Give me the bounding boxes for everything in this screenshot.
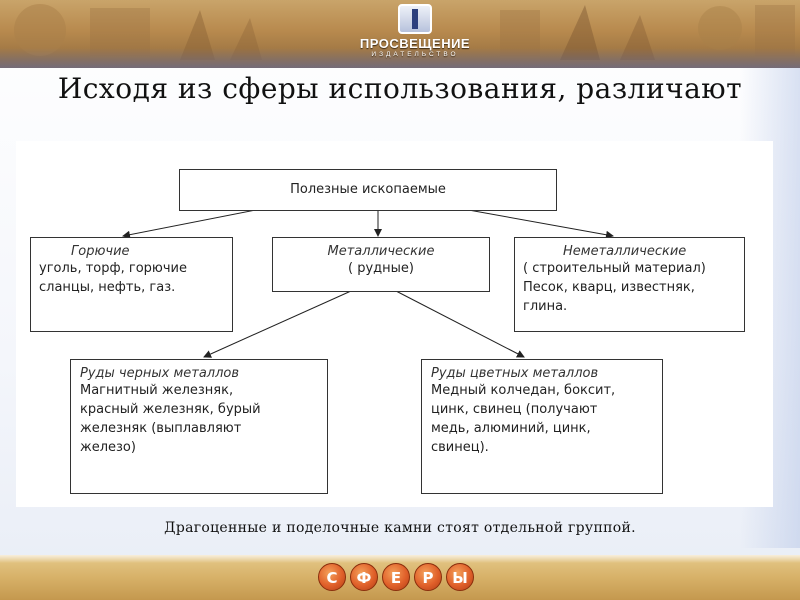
logo-name: ПРОСВЕЩЕНИЕ [359, 36, 471, 51]
nonmetallic-node: Неметаллические ( строительный материал)… [514, 237, 745, 332]
brand-letter-5: Ы [446, 563, 474, 591]
nonmetallic-line-2: Песок, кварц, известняк, [523, 280, 695, 295]
ferrous-line-3: железняк (выплавляют [80, 421, 242, 436]
arrow-metallic-to-nonferrous [395, 290, 525, 358]
metallic-heading: Металлические [327, 244, 435, 259]
arrow-root-to-combustible [122, 208, 262, 239]
nonferrous-line-3: медь, алюминий, цинк, [431, 421, 591, 436]
combustible-line-2: сланцы, нефть, газ. [39, 280, 176, 295]
brand-letter-1: С [318, 563, 346, 591]
logo-subtitle: ИЗДАТЕЛЬСТВО [371, 51, 459, 58]
nonmetallic-line-3: глина. [523, 299, 568, 314]
nonmetallic-line-1: ( строительный материал) [523, 261, 706, 276]
brand-letter-3: Е [382, 563, 410, 591]
metallic-line-1: ( рудные) [348, 261, 414, 276]
root-node: Полезные ископаемые [179, 169, 557, 211]
brand-letter-4: Р [414, 563, 442, 591]
ferrous-line-4: железо) [80, 440, 136, 455]
nonferrous-line-2: цинк, свинец (получают [431, 402, 598, 417]
logo-emblem-icon [398, 4, 432, 34]
metallic-node: Металлические ( рудные) [272, 237, 490, 292]
ferrous-ores-node: Руды черных металлов Магнитный железняк,… [70, 359, 328, 494]
banner-fade [0, 48, 800, 68]
combustible-node: Горючие уголь, торф, горючие сланцы, неф… [30, 237, 233, 332]
ferrous-line-1: Магнитный железняк, [80, 383, 234, 398]
arrow-metallic-to-ferrous [203, 290, 352, 358]
nonferrous-line-4: свинец). [431, 440, 489, 455]
combustible-line-1: уголь, торф, горючие [39, 261, 187, 276]
brand-sfery: С Ф Е Р Ы [318, 563, 474, 593]
root-label: Полезные ископаемые [290, 182, 446, 197]
diagram-board: Полезные ископаемые Горючие уголь, торф,… [16, 141, 773, 507]
arrow-root-to-nonmetallic [462, 208, 614, 239]
nonmetallic-heading: Неметаллические [563, 244, 687, 259]
nonferrous-ores-node: Руды цветных металлов Медный колчедан, б… [421, 359, 663, 494]
publisher-logo: ПРОСВЕЩЕНИЕ ИЗДАТЕЛЬСТВО [350, 4, 480, 64]
nonferrous-line-1: Медный колчедан, боксит, [431, 383, 616, 398]
brand-letter-2: Ф [350, 563, 378, 591]
combustible-heading: Горючие [71, 244, 130, 259]
ferrous-line-2: красный железняк, бурый [80, 402, 261, 417]
slide-title: Исходя из сферы использования, различают [57, 72, 743, 105]
footnote-text: Драгоценные и поделочные камни стоят отд… [164, 520, 636, 536]
ferrous-heading: Руды черных металлов [80, 366, 240, 381]
diagram-arrows [122, 208, 614, 358]
header-banner: ПРОСВЕЩЕНИЕ ИЗДАТЕЛЬСТВО [0, 0, 800, 68]
nonferrous-heading: Руды цветных металлов [431, 366, 599, 381]
